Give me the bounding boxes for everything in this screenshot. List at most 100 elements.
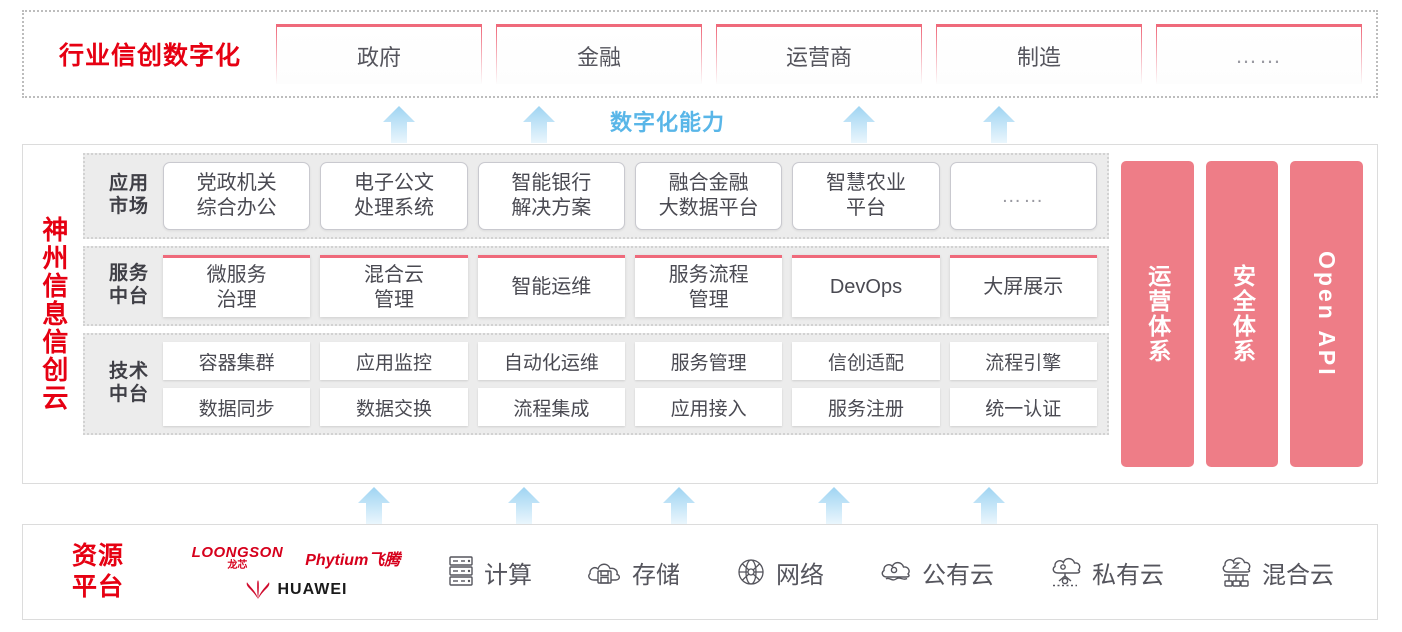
technology-card-row-1: 容器集群 应用监控 自动化运维 服务管理 信创适配 流程引擎 [163, 342, 1097, 380]
resource-item-private-cloud[interactable]: 私有云 [1048, 555, 1164, 590]
resource-item-list: 计算 存储 [419, 555, 1377, 590]
pillar-label: 运营体系 [1144, 264, 1171, 364]
layer-service-platform: 服务 中台 微服务 治理 混合云 管 [83, 246, 1109, 326]
industry-card-manufacturing[interactable]: 制造 [936, 24, 1142, 84]
private-cloud-icon [1048, 556, 1084, 588]
app-card-more[interactable]: …… [949, 162, 1097, 230]
service-card-hybrid-cloud-management[interactable]: 混合云 管理 [320, 255, 468, 317]
industry-card-label: 制造 [1016, 44, 1061, 70]
app-card-smart-bank[interactable]: 智能银行 解决方案 [477, 162, 625, 230]
industry-card-label: 运营商 [785, 44, 852, 70]
cloud-platform-title: 神州信息信创云 [23, 145, 83, 483]
resource-arrow-strip [22, 484, 1378, 524]
pillar-operations-system[interactable]: 运营体系 [1121, 161, 1194, 467]
pillar-label: Open API [1314, 250, 1341, 378]
capability-arrow-strip: 数字化能力 [22, 101, 1378, 143]
tech-card-automated-ops[interactable]: 自动化运维 [477, 342, 625, 380]
tech-card-data-sync[interactable]: 数据同步 [163, 388, 311, 426]
application-card-list: 党政机关 综合办公 电子公文 处理系统 智能银行 [163, 162, 1097, 230]
hybrid-cloud-icon [1218, 556, 1254, 588]
resource-item-label: 混合云 [1262, 561, 1334, 589]
layer-label-application-market: 应用 市场 [108, 173, 149, 217]
vendor-logo-row-2: HUAWEI [245, 579, 348, 600]
app-card-finance-bigdata[interactable]: 融合金融 大数据平台 [634, 162, 783, 230]
industry-card-label: 政府 [356, 44, 401, 70]
layer-label-service-platform: 服务 中台 [108, 263, 149, 307]
tech-card-unified-auth[interactable]: 统一认证 [949, 388, 1097, 426]
up-arrow-icon [377, 105, 421, 143]
vendor-logo-group: LOONGSON 龙芯 Phytium飞腾 [173, 545, 419, 600]
tech-card-app-monitoring[interactable]: 应用监控 [320, 342, 468, 380]
industry-card-label: 金融 [576, 44, 621, 70]
capability-label: 数字化能力 [610, 110, 726, 135]
tech-card-container-cluster[interactable]: 容器集群 [163, 342, 311, 380]
tech-card-app-access[interactable]: 应用接入 [634, 388, 783, 426]
industry-band: 行业信创数字化 政府 金融 运营商 制造 …… [22, 10, 1378, 98]
layer-technology-platform: 技术 中台 容器集群 应用监控 自动化运维 服务管理 信创适配 流程引擎 [83, 333, 1109, 435]
layer-application-market: 应用 市场 党政机关 综合办公 电子公文 [83, 153, 1109, 239]
loongson-logo-en: LOONGSON [191, 543, 284, 561]
resource-item-network[interactable]: 网络 [734, 555, 824, 590]
tech-card-service-registry[interactable]: 服务注册 [792, 388, 940, 426]
resource-platform-title: 资源 平台 [71, 541, 124, 601]
cloud-platform-body: 应用 市场 党政机关 综合办公 电子公文 [83, 145, 1377, 483]
loongson-logo: LOONGSON 龙芯 [192, 545, 284, 571]
tech-card-process-integration[interactable]: 流程集成 [477, 388, 625, 426]
resource-item-label: 公有云 [922, 561, 994, 589]
industry-card-government[interactable]: 政府 [276, 24, 482, 84]
industry-card-finance[interactable]: 金融 [496, 24, 702, 84]
resource-item-compute[interactable]: 计算 [446, 555, 532, 590]
public-cloud-icon [878, 557, 914, 587]
up-arrow-icon [657, 486, 701, 524]
resource-item-public-cloud[interactable]: 公有云 [878, 555, 994, 590]
up-arrow-icon [967, 486, 1011, 524]
resource-item-label: 存储 [632, 561, 680, 589]
up-arrow-icon [502, 486, 546, 524]
cloud-platform-title-text: 神州信息信创云 [38, 216, 69, 412]
loongson-logo-cn: 龙芯 [227, 559, 248, 571]
app-card-smart-agriculture[interactable]: 智慧农业 平台 [792, 162, 940, 230]
up-arrow-icon [837, 105, 881, 143]
phytium-logo: Phytium飞腾 [305, 551, 401, 569]
server-icon [446, 555, 476, 589]
resource-platform-container: 资源 平台 LOONGSON 龙芯 Phytium飞腾 [22, 524, 1378, 620]
resource-item-label: 网络 [776, 561, 824, 589]
service-card-devops[interactable]: DevOps [792, 255, 940, 317]
technology-card-grid: 容器集群 应用监控 自动化运维 服务管理 信创适配 流程引擎 数据同步 数据交换… [163, 342, 1097, 426]
up-arrow-icon [517, 105, 561, 143]
resource-item-label: 计算 [484, 561, 532, 589]
pillar-open-api[interactable]: Open API [1290, 161, 1364, 467]
up-arrow-icon [977, 105, 1021, 143]
service-card-service-process-management[interactable]: 服务流程 管理 [634, 255, 783, 317]
industry-band-title: 行业信创数字化 [58, 42, 241, 70]
resource-item-storage[interactable]: 存储 [586, 555, 680, 590]
vendor-logo-row-1: LOONGSON 龙芯 Phytium飞腾 [192, 545, 401, 571]
industry-card-more[interactable]: …… [1156, 24, 1362, 84]
service-card-large-screen-display[interactable]: 大屏展示 [949, 255, 1097, 317]
industry-card-telecom[interactable]: 运营商 [716, 24, 922, 84]
cloud-layer-stack: 应用 市场 党政机关 综合办公 电子公文 [83, 153, 1109, 475]
service-card-intelligent-ops[interactable]: 智能运维 [477, 255, 625, 317]
industry-card-list: 政府 金融 运营商 制造 …… [276, 24, 1376, 84]
up-arrow-icon [812, 486, 856, 524]
service-card-microservice-governance[interactable]: 微服务 治理 [163, 255, 311, 317]
up-arrow-icon [352, 486, 396, 524]
cloud-storage-icon [586, 556, 624, 588]
resource-item-hybrid-cloud[interactable]: 混合云 [1218, 555, 1334, 590]
app-card-edoc-system[interactable]: 电子公文 处理系统 [320, 162, 468, 230]
cross-cutting-pillars: 运营体系 安全体系 Open API [1109, 153, 1367, 475]
app-card-party-gov-office[interactable]: 党政机关 综合办公 [163, 162, 311, 230]
layer-label-technology-platform: 技术 中台 [108, 361, 149, 405]
huawei-wordmark: HUAWEI [277, 580, 348, 598]
tech-card-data-exchange[interactable]: 数据交换 [320, 388, 468, 426]
industry-card-label: …… [1235, 42, 1283, 68]
tech-card-process-engine[interactable]: 流程引擎 [949, 342, 1097, 380]
pillar-label: 安全体系 [1229, 264, 1256, 364]
tech-card-xinchuang-adaptation[interactable]: 信创适配 [792, 342, 940, 380]
pillar-security-system[interactable]: 安全体系 [1205, 161, 1279, 467]
technology-card-row-2: 数据同步 数据交换 流程集成 应用接入 服务注册 统一认证 [163, 388, 1097, 426]
cloud-platform-container: 神州信息信创云 应用 市场 党政机关 综合办公 [22, 144, 1378, 484]
service-card-list: 微服务 治理 混合云 管理 智能运维 [163, 255, 1097, 317]
tech-card-service-management[interactable]: 服务管理 [634, 342, 783, 380]
